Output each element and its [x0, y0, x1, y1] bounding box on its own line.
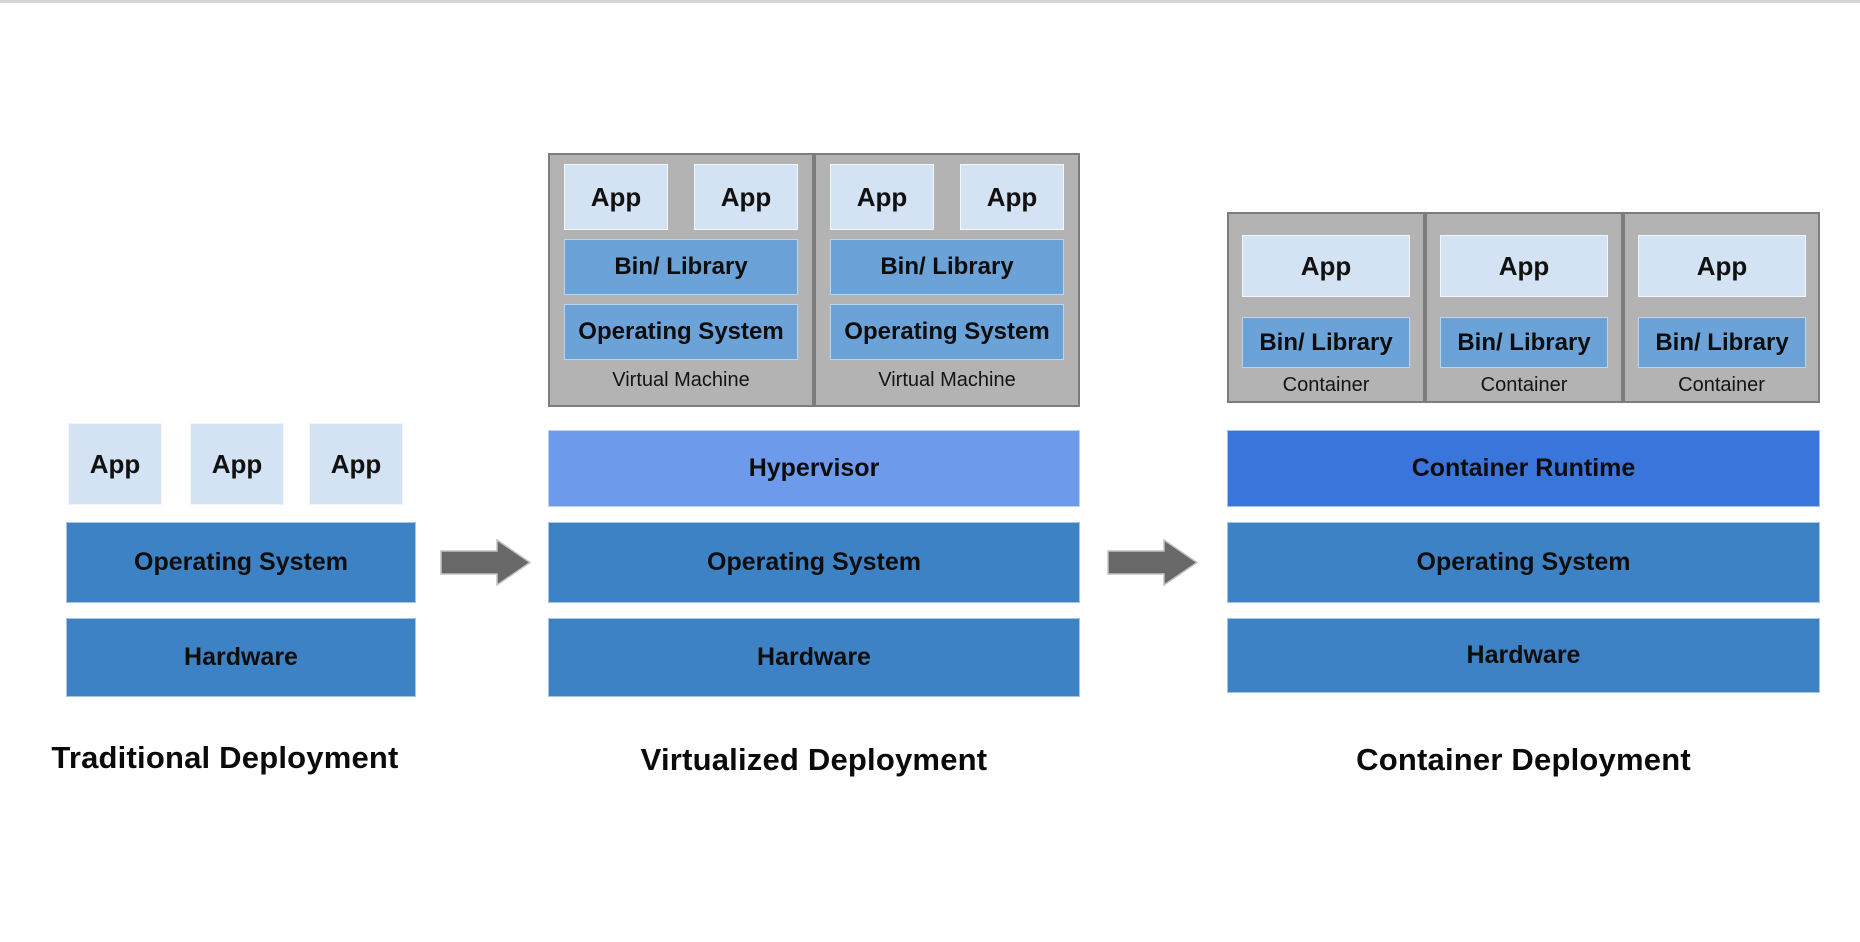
app-box: App — [830, 164, 934, 230]
app-box: App — [1242, 235, 1410, 297]
operating-system-bar: Operating System — [1227, 522, 1820, 603]
app-box: App — [309, 423, 403, 505]
operating-system-bar: Operating System — [830, 304, 1064, 360]
container-deployment-title: Container Deployment — [1356, 742, 1691, 777]
bin-library-bar: Bin/ Library — [1242, 317, 1410, 368]
bin-library-bar: Bin/ Library — [564, 239, 798, 295]
bin-library-bar: Bin/ Library — [1638, 317, 1806, 368]
app-box: App — [564, 164, 668, 230]
container-runtime-bar: Container Runtime — [1227, 430, 1820, 507]
app-box: App — [1440, 235, 1608, 297]
hardware-bar: Hardware — [548, 618, 1080, 697]
container-label: Container — [1678, 374, 1765, 396]
hardware-bar: Hardware — [66, 618, 416, 697]
app-box: App — [694, 164, 798, 230]
operating-system-bar: Operating System — [66, 522, 416, 603]
hypervisor-bar: Hypervisor — [548, 430, 1080, 507]
app-box: App — [1638, 235, 1806, 297]
operating-system-bar: Operating System — [548, 522, 1080, 603]
virtual-machine-box: App App Bin/ Library Operating System Vi… — [548, 153, 814, 407]
app-box: App — [68, 423, 162, 505]
virtual-machine-label: Virtual Machine — [612, 369, 750, 391]
app-box: App — [190, 423, 284, 505]
container-box: App Bin/ Library Container — [1623, 212, 1820, 403]
top-border-strip — [0, 0, 1860, 3]
hardware-bar: Hardware — [1227, 618, 1820, 693]
virtual-machine-label: Virtual Machine — [878, 369, 1016, 391]
traditional-deployment-title: Traditional Deployment — [51, 740, 399, 775]
container-label: Container — [1282, 374, 1370, 396]
container-box: App Bin/ Library Container — [1425, 212, 1623, 403]
virtual-machine-box: App App Bin/ Library Operating System Vi… — [814, 153, 1080, 407]
virtualized-deployment-title: Virtualized Deployment — [640, 742, 988, 777]
container-box: App Bin/ Library Container — [1227, 212, 1425, 403]
container-label: Container — [1480, 374, 1568, 396]
right-arrow-icon — [1107, 539, 1199, 586]
bin-library-bar: Bin/ Library — [1440, 317, 1608, 368]
operating-system-bar: Operating System — [564, 304, 798, 360]
bin-library-bar: Bin/ Library — [830, 239, 1064, 295]
app-box: App — [960, 164, 1064, 230]
right-arrow-icon — [440, 539, 532, 586]
